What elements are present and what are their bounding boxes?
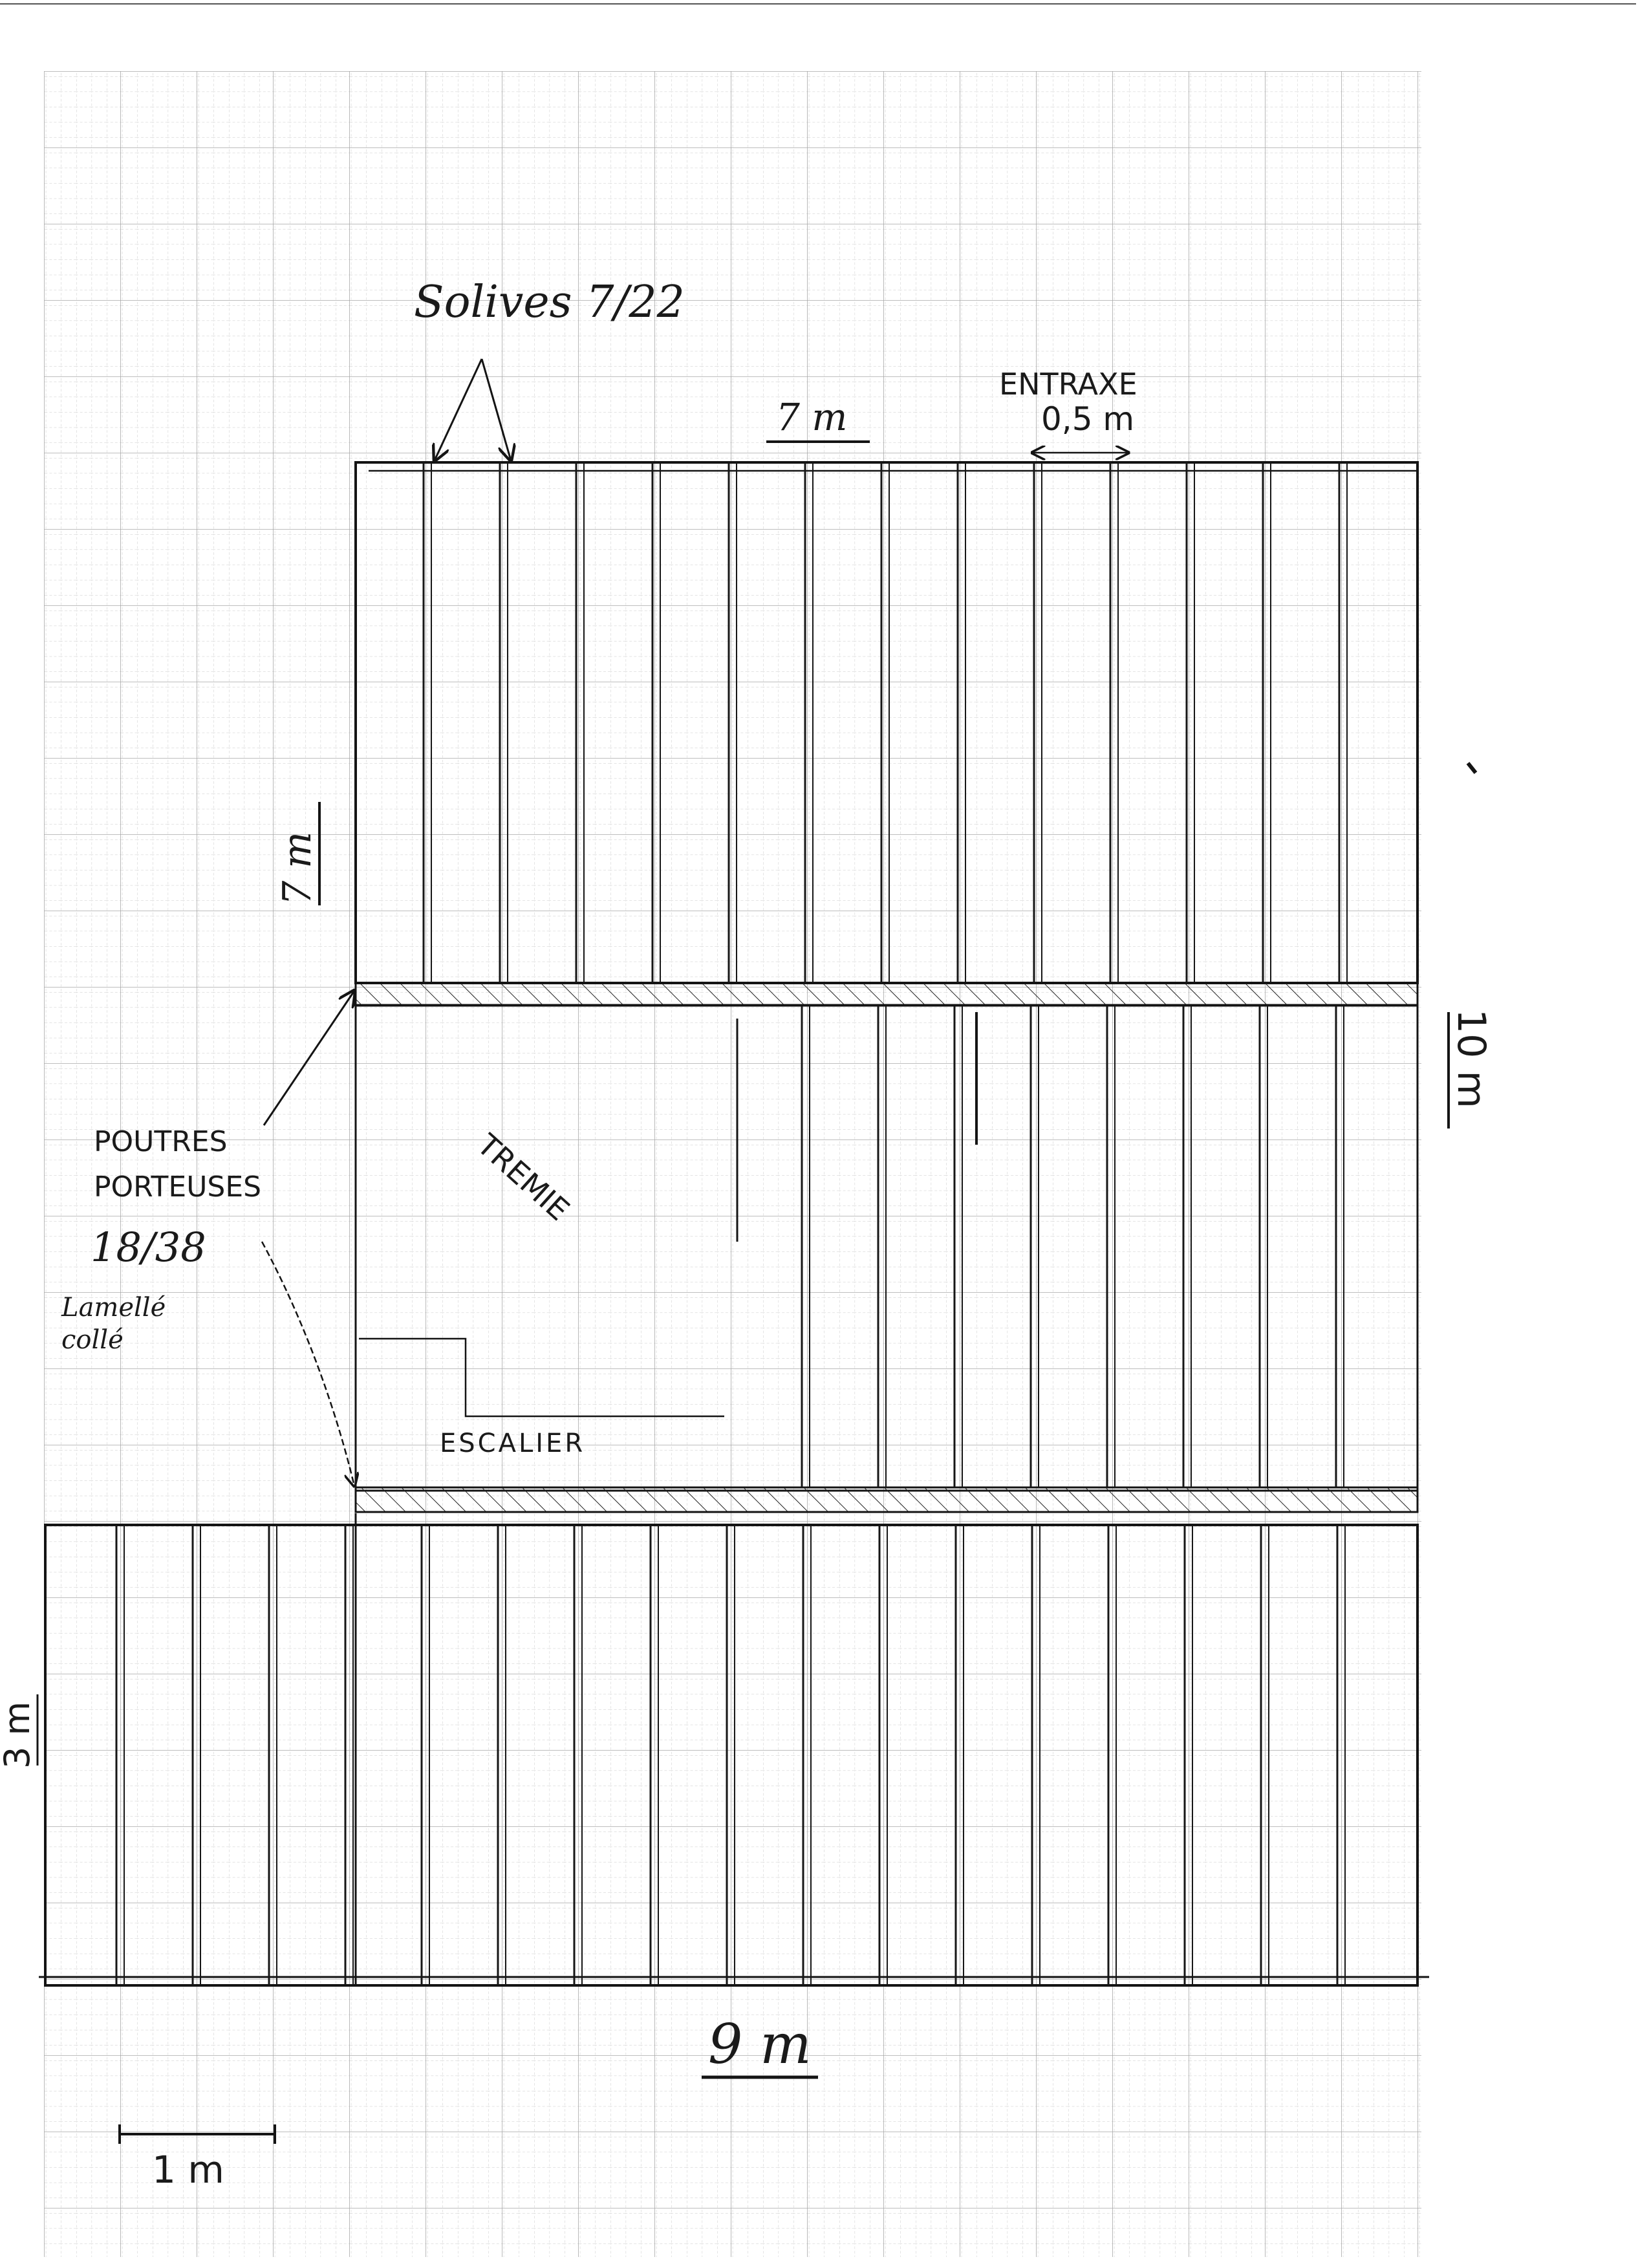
top-span-label: 7 m	[776, 395, 847, 439]
spacing-value: 0,5 m	[1041, 400, 1134, 438]
spacing-label: ENTRAXE	[999, 367, 1137, 402]
stair-label: ESCALIER	[440, 1429, 585, 1458]
scale-bar: 1 m	[118, 2124, 276, 2192]
joists-upper-group	[422, 462, 1348, 983]
bottom-span-label: 9 m	[708, 2013, 812, 2076]
left-upper-dimension: 7 m	[275, 802, 321, 905]
joist-arrow-left	[435, 358, 483, 460]
right-dimension: 10 m	[1447, 1009, 1494, 1129]
joists-middle-group	[801, 1006, 1344, 1487]
joist-title-label: Solives 7/22	[414, 277, 685, 328]
left-lower-dimension-label: 3 m	[0, 1701, 38, 1769]
left-lower-dimension: 3 m	[0, 1694, 39, 1769]
beam-arrow-lower	[261, 1241, 354, 1486]
bearing-beam-upper	[354, 982, 1419, 1006]
graph-paper	[0, 3, 1636, 2257]
beam-label-line-1: POUTRES	[94, 1125, 228, 1158]
joist-arrow-right	[480, 358, 511, 460]
stair-outline	[359, 1337, 724, 1418]
beam-type-line-2: collé	[61, 1325, 124, 1355]
beam-label-line-2: PORTEUSES	[94, 1171, 261, 1204]
lower-bay	[39, 1513, 1429, 1987]
beam-size-label: 18/38	[91, 1224, 206, 1271]
right-dimension-label: 10 m	[1449, 1009, 1494, 1108]
scan-mark	[1466, 762, 1478, 774]
beam-type-line-1: Lamellé	[61, 1293, 166, 1323]
bearing-beam-lower	[354, 1486, 1419, 1513]
left-upper-dimension-label: 7 m	[275, 832, 320, 905]
beam-annotation: POUTRES PORTEUSES 18/38 Lamellé collé	[61, 991, 354, 1486]
joists-lower-group	[115, 1525, 1346, 1985]
scale-bar-label: 1 m	[152, 2148, 224, 2192]
beam-arrow-upper	[263, 991, 354, 1126]
